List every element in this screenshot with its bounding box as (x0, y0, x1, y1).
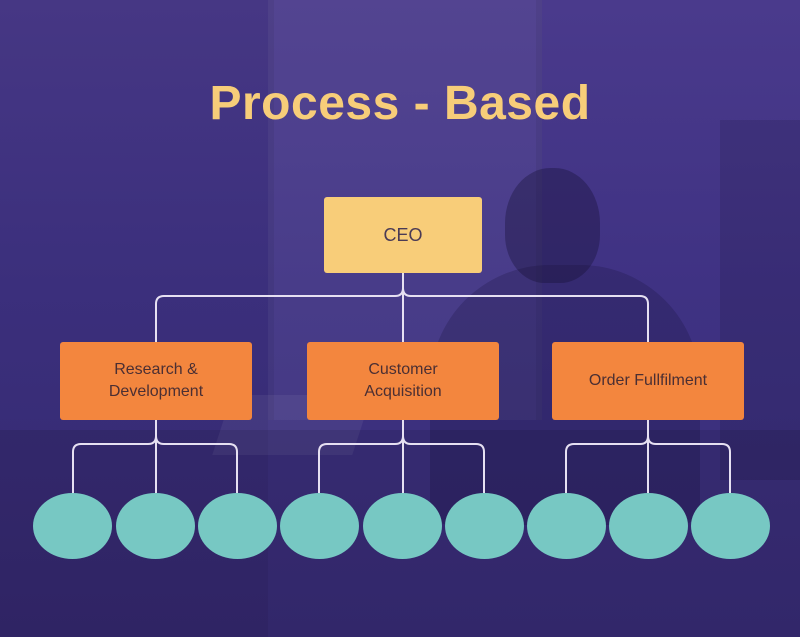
department-label: Customer Acquisition (364, 361, 442, 400)
member-node (445, 493, 524, 559)
department-box-customer-acquisition: Customer Acquisition (307, 342, 499, 420)
member-node (116, 493, 195, 559)
member-node (527, 493, 606, 559)
ceo-label: CEO (383, 225, 423, 245)
member-node (198, 493, 277, 559)
member-node (691, 493, 770, 559)
department-box-research: Research & Development (60, 342, 252, 420)
connector-ceo-branch (155, 287, 649, 342)
member-node (280, 493, 359, 559)
member-node (33, 493, 112, 559)
member-node (609, 493, 688, 559)
connector-dept-1-branch (72, 435, 238, 493)
member-node (363, 493, 442, 559)
ceo-box: CEO (324, 197, 482, 273)
department-box-order-fulfilment: Order Fullfilment (552, 342, 744, 420)
connector-dept-3-branch (565, 435, 731, 493)
slide-title: Process - Based (209, 77, 591, 130)
department-label: Order Fullfilment (588, 372, 708, 389)
department-label: Research & Development (108, 361, 204, 400)
connector-dept-2-branch (318, 435, 485, 493)
